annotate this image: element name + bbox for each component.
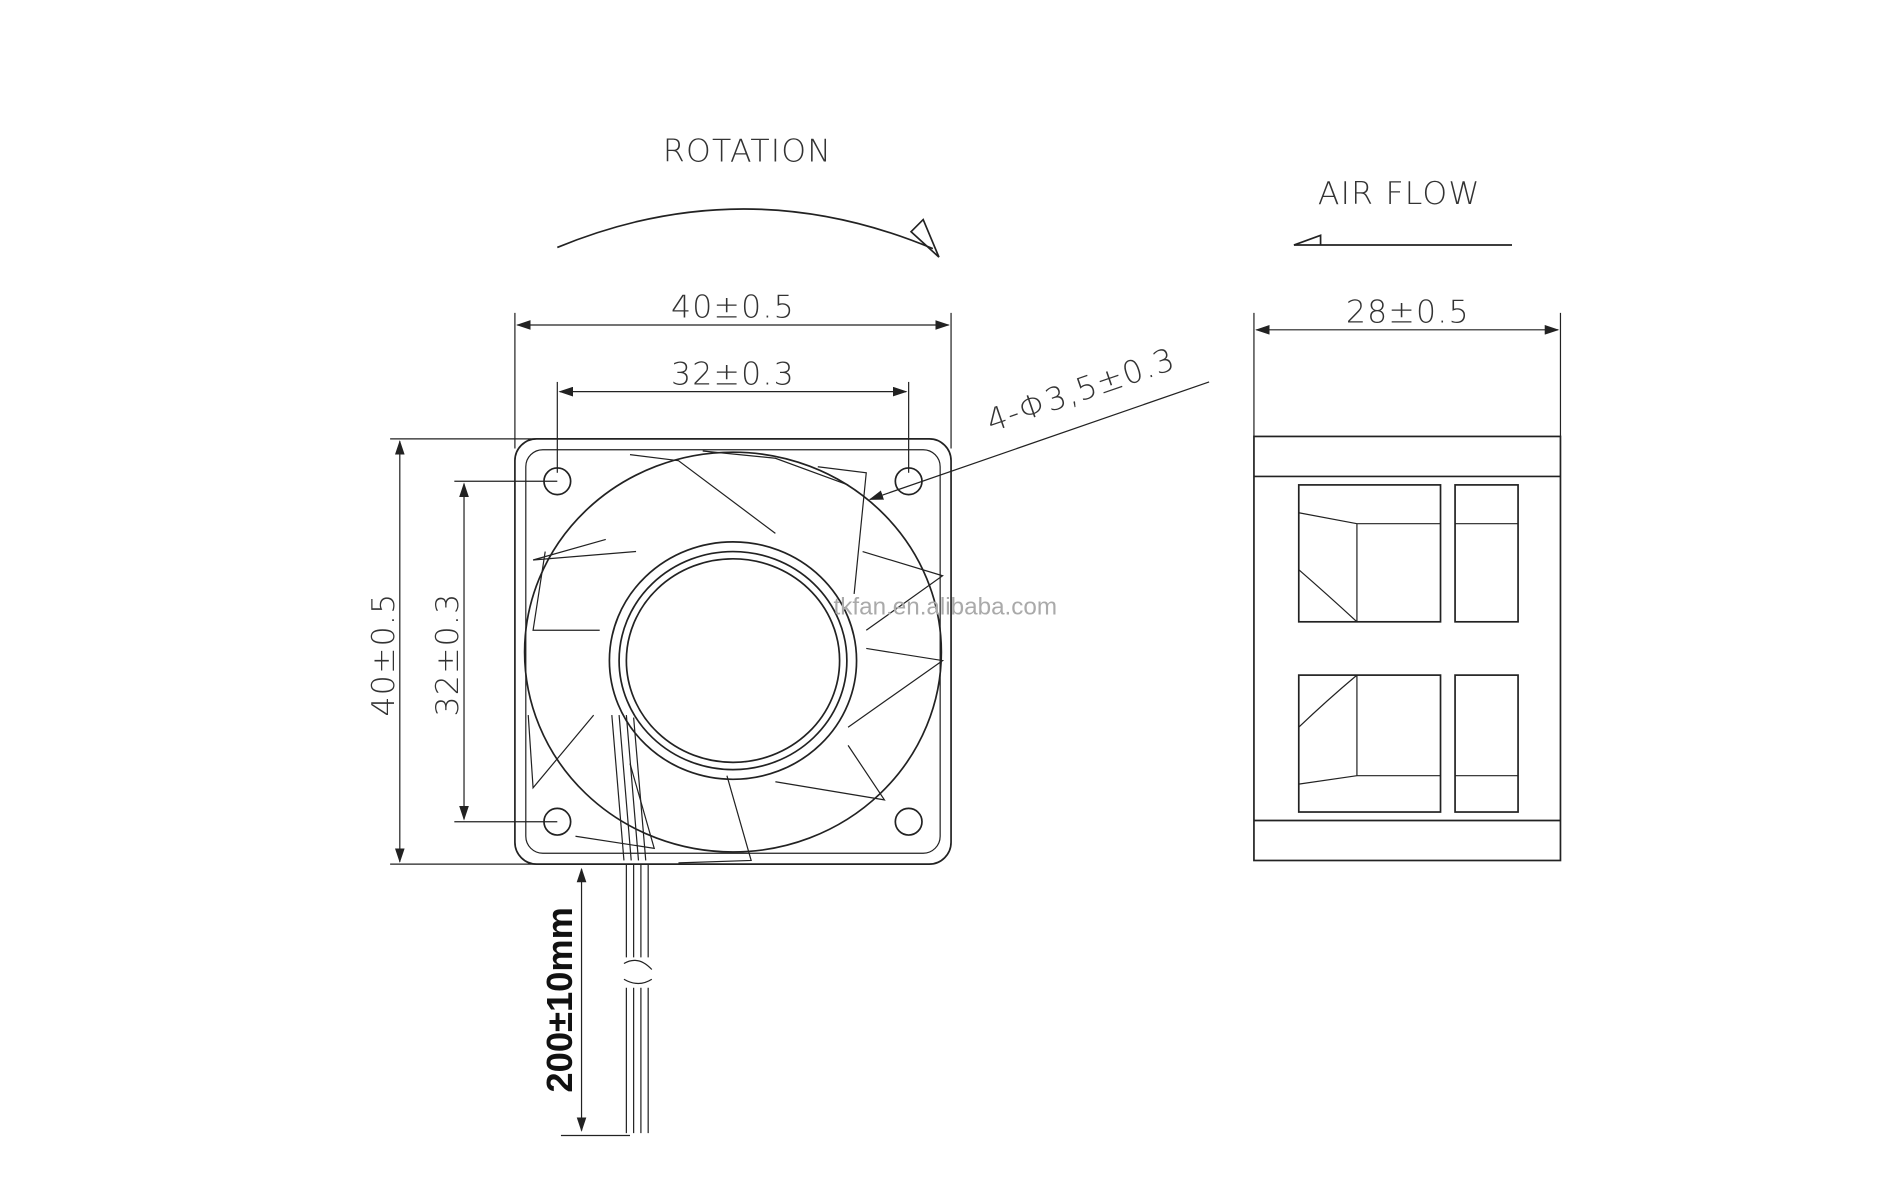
air-flow-arrowhead-icon bbox=[1293, 234, 1322, 246]
rotation-label: ROTATION bbox=[663, 133, 832, 169]
mount-hole-icon bbox=[543, 807, 572, 836]
height-outer-label: 40±0.5 bbox=[366, 593, 402, 717]
cable bbox=[560, 863, 653, 1137]
mount-hole-icon bbox=[894, 467, 923, 496]
rotation-arrowhead-icon bbox=[909, 218, 940, 258]
air-flow-label: AIR FLOW bbox=[1318, 176, 1481, 212]
depth-label: 28±0.5 bbox=[1346, 295, 1470, 331]
width-outer-label: 40±0.5 bbox=[671, 290, 795, 326]
fan-side-view bbox=[1253, 435, 1562, 862]
hole-spec-label: 4-Φ3,5±0.3 bbox=[982, 342, 1180, 440]
rotation-arrow bbox=[556, 208, 934, 250]
fan-front-view bbox=[514, 438, 952, 865]
height-holes-label: 32±0.3 bbox=[430, 593, 466, 717]
mount-hole-icon bbox=[894, 807, 923, 836]
front-dimensions bbox=[390, 312, 1210, 865]
mount-hole-icon bbox=[543, 467, 572, 496]
width-holes-label: 32±0.3 bbox=[671, 356, 795, 392]
watermark: tkfan.en.alibaba.com bbox=[834, 594, 1058, 621]
cable-length-label: 200±10mm bbox=[539, 907, 580, 1093]
